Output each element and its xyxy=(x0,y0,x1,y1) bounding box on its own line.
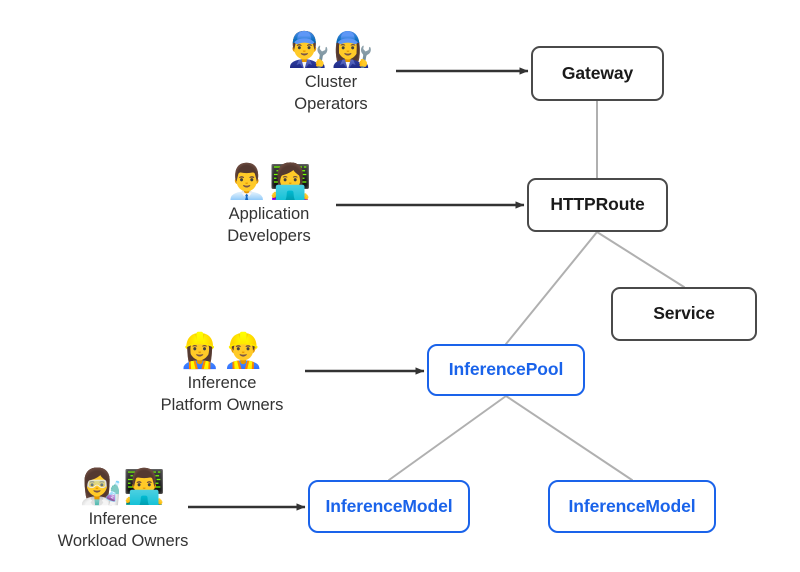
node-gateway[interactable]: Gateway xyxy=(531,46,664,101)
persona-label-line-1: Inference xyxy=(88,510,158,528)
persona-inference-workload-owners: 👩‍🔬👨‍💻 Inference Workload Owners xyxy=(58,467,189,553)
node-httproute[interactable]: HTTPRoute xyxy=(527,178,668,232)
node-service[interactable]: Service xyxy=(611,287,757,341)
persona-inference-platform-owners: 👷‍♀️👷‍♂️ Inference Platform Owners xyxy=(161,331,284,417)
construction-worker-pair-icon: 👷‍♀️👷‍♂️ xyxy=(178,331,266,371)
edge-inferencepool-inferencemodel-left xyxy=(388,395,507,481)
edge-inferencepool-inferencemodel-right xyxy=(505,395,633,481)
node-gateway-label: Gateway xyxy=(561,62,634,83)
persona-label-line-1: Inference xyxy=(187,374,257,392)
persona-label-line-2: Workload Owners xyxy=(57,531,189,550)
node-httproute-label: HTTPRoute xyxy=(550,194,645,215)
node-inferencepool-label: InferencePool xyxy=(448,359,564,380)
persona-inference-workload-owners-label: Inference Workload Owners xyxy=(58,509,189,553)
node-inferencepool[interactable]: InferencePool xyxy=(427,344,585,396)
persona-application-developers: 👨‍💼👩‍💻 Application Developers xyxy=(226,162,313,248)
persona-label-line-1: Cluster xyxy=(304,73,358,91)
persona-label-line-2: Platform Owners xyxy=(160,395,284,414)
node-service-label: Service xyxy=(653,303,715,324)
edge-httproute-service xyxy=(596,231,685,288)
persona-cluster-operators: 👨‍🔧👩‍🔧 Cluster Operators xyxy=(288,30,375,116)
persona-application-developers-label: Application Developers xyxy=(227,204,310,248)
persona-arrow-group xyxy=(188,67,529,511)
persona-label-line-1: Application xyxy=(228,205,310,223)
node-inferencemodel-right[interactable]: InferenceModel xyxy=(548,480,716,533)
node-inferencemodel-left[interactable]: InferenceModel xyxy=(308,480,470,533)
node-inferencemodel-right-label: InferenceModel xyxy=(568,495,696,516)
node-inferencemodel-left-label: InferenceModel xyxy=(325,495,453,516)
scientist-technologist-pair-icon: 👩‍🔬👨‍💻 xyxy=(79,467,167,507)
office-worker-technologist-pair-icon: 👨‍💼👩‍💻 xyxy=(225,162,313,202)
edge-httproute-inferencepool xyxy=(505,231,598,345)
mechanic-pair-icon: 👨‍🔧👩‍🔧 xyxy=(287,30,375,70)
persona-cluster-operators-label: Cluster Operators xyxy=(294,72,367,116)
persona-label-line-2: Operators xyxy=(294,94,368,113)
persona-inference-platform-owners-label: Inference Platform Owners xyxy=(161,373,284,417)
persona-label-line-2: Developers xyxy=(227,226,311,245)
